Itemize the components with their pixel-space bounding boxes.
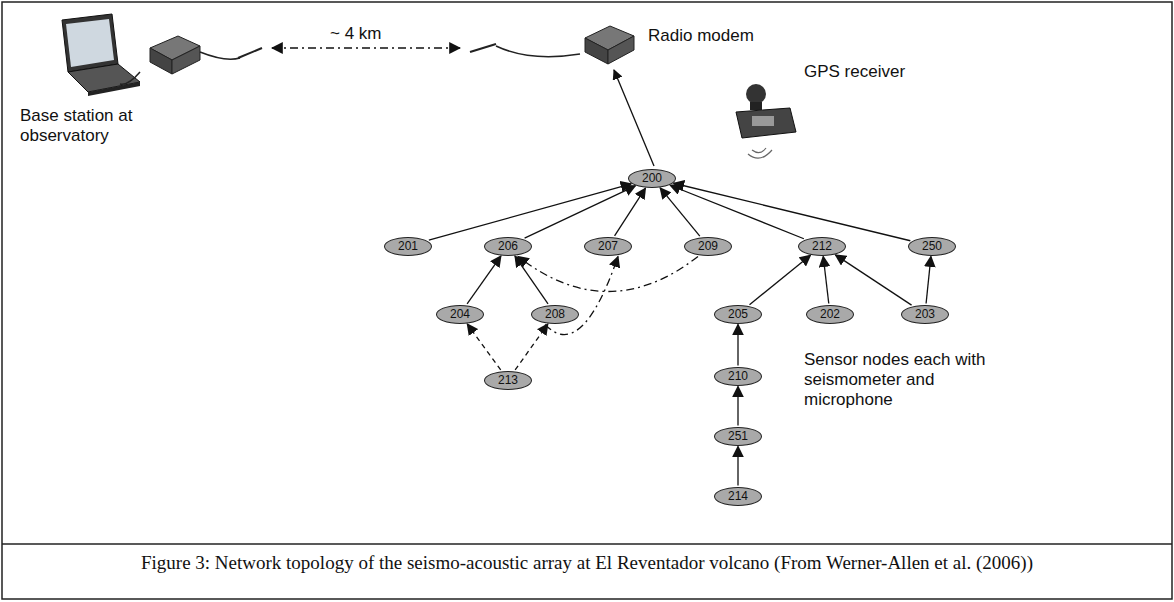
laptop-icon [62,14,140,96]
sensor-node: 213 [484,371,532,390]
link-arrow [737,325,738,366]
node-id: 201 [398,239,418,253]
node-id: 204 [450,307,470,321]
link-arrow [518,257,698,292]
annotation: Base station at observatory [20,106,190,146]
figure-caption: Figure 3: Network topology of the seismo… [80,552,1094,574]
annotation: Sensor nodes each with seismometer and m… [804,350,1014,410]
link-arrow [467,324,500,370]
link-arrow [674,183,911,240]
sensor-node: 212 [798,237,846,256]
link-arrow [823,256,829,303]
node-id: 200 [642,171,662,185]
sensor-node: 200 [628,169,676,188]
node-id: 202 [820,307,840,321]
link-arrow [737,387,738,426]
caption-rule [2,543,1172,545]
link-arrow [515,256,548,304]
link-arrow [737,447,738,486]
sensor-node: 210 [714,367,762,386]
node-id: 250 [922,239,942,253]
node-id: 209 [698,239,718,253]
uplink-arrow [614,70,654,166]
link-arrow [750,255,811,304]
annotation: Radio modem [648,26,778,46]
radio-modem-icon [120,36,262,84]
node-id: 213 [498,373,518,387]
node-id: 206 [498,239,518,253]
gps-receiver-icon [736,84,796,158]
link-arrow [926,256,931,303]
link-arrow [615,188,646,236]
node-id: 251 [728,429,748,443]
sensor-node: 203 [901,305,949,324]
sensor-node: 208 [531,305,579,324]
node-id: 210 [728,369,748,383]
distance-arrow [272,47,460,49]
link-arrow [670,185,804,239]
sensor-node: 204 [436,305,484,324]
sensor-node: 207 [584,237,632,256]
node-id: 214 [728,489,748,503]
sensor-node: 201 [384,237,432,256]
link-arrow [835,255,911,305]
node-id: 212 [812,239,832,253]
sensor-node: 250 [908,237,956,256]
node-id: 208 [545,307,565,321]
radio-modem-icon [470,26,634,64]
sensor-node: 206 [484,237,532,256]
node-id: 203 [915,307,935,321]
link-arrow [467,256,501,304]
annotation: ~ 4 km [330,24,420,44]
sensor-node: 202 [806,305,854,324]
node-id: 205 [728,307,748,321]
sensor-node: 214 [714,487,762,506]
link-arrow [429,184,631,240]
sensor-node: 209 [684,237,732,256]
sensor-node: 251 [714,427,762,446]
annotation: GPS receiver [804,62,934,82]
node-id: 207 [598,239,618,253]
link-arrow [515,324,548,370]
sensor-node: 205 [714,305,762,324]
